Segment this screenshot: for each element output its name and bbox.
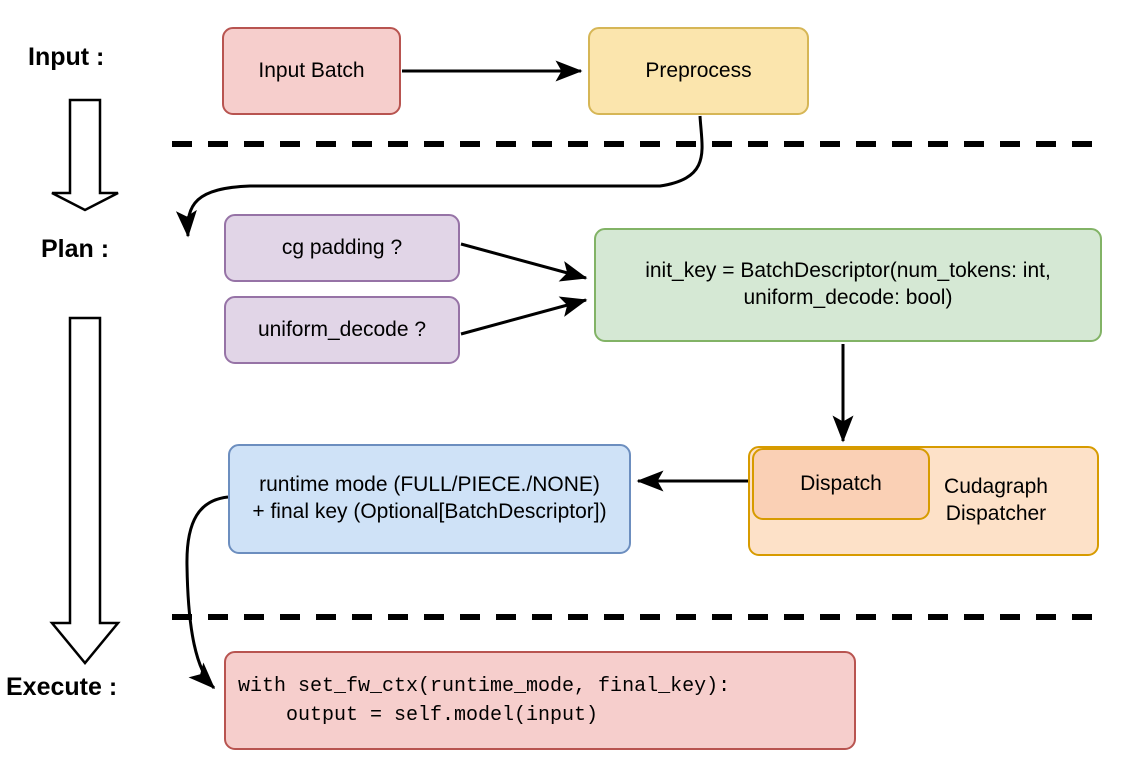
node-runtime-mode-line2: + final key (Optional[BatchDescriptor]) <box>252 500 607 523</box>
node-preprocess-label: Preprocess <box>645 58 752 82</box>
node-cg-padding-label: cg padding ? <box>281 235 403 259</box>
node-dispatch-label: Dispatch <box>800 471 882 495</box>
node-input-batch-label: Input Batch <box>258 58 365 82</box>
node-cudagraph-dispatcher-text: Cudagraph Dispatcher <box>921 474 1071 528</box>
node-init-key-line2: uniform_decode: bool) <box>743 286 953 309</box>
node-code-block[interactable]: with set_fw_ctx(runtime_mode, final_key)… <box>224 651 856 750</box>
node-init-key[interactable]: init_key = BatchDescriptor(num_tokens: i… <box>594 228 1102 342</box>
node-code-text: with set_fw_ctx(runtime_mode, final_key)… <box>238 674 731 727</box>
connector-runtime-mode-to-code <box>185 495 229 690</box>
node-uniform-decode[interactable]: uniform_decode ? <box>224 296 460 364</box>
node-cudagraph-dispatcher-line1: Cudagraph <box>944 475 1048 499</box>
node-cudagraph-dispatcher-line2: Dispatcher <box>945 502 1047 525</box>
node-runtime-mode[interactable]: runtime mode (FULL/PIECE./NONE) + final … <box>228 444 631 554</box>
stage-label-execute: Execute : <box>6 673 118 701</box>
connector-cg-padding-to-init-key <box>460 242 588 282</box>
node-uniform-decode-label: uniform_decode ? <box>257 317 427 341</box>
plan-to-execute-block-arrow <box>49 316 121 665</box>
node-runtime-mode-line1: runtime mode (FULL/PIECE./NONE) <box>259 473 600 497</box>
node-cg-padding[interactable]: cg padding ? <box>224 214 460 282</box>
node-dispatch[interactable]: Dispatch <box>752 448 930 520</box>
connector-uniform-decode-to-init-key <box>460 296 588 336</box>
stage-label-plan: Plan : <box>41 235 110 263</box>
input-to-plan-block-arrow <box>51 98 119 212</box>
node-input-batch[interactable]: Input Batch <box>222 27 401 115</box>
node-init-key-text: init_key = BatchDescriptor(num_tokens: i… <box>645 258 1051 312</box>
node-init-key-line1: init_key = BatchDescriptor(num_tokens: i… <box>645 259 1051 283</box>
stage-label-input: Input : <box>28 43 105 71</box>
node-runtime-mode-text: runtime mode (FULL/PIECE./NONE) + final … <box>252 472 606 526</box>
node-preprocess[interactable]: Preprocess <box>588 27 809 115</box>
